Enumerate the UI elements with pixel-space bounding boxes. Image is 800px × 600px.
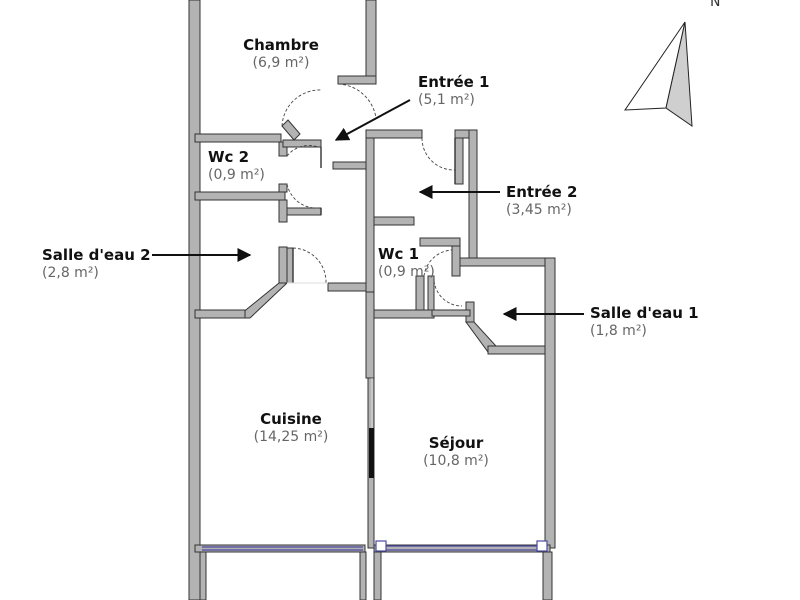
room-label-entree1: Entrée 1 (5,1 m²) (418, 73, 490, 109)
room-label-entree2: Entrée 2 (3,45 m²) (506, 183, 578, 219)
room-label-cuisine: Cuisine (14,25 m²) (236, 410, 346, 446)
room-name: Chambre (243, 36, 319, 54)
room-area: (0,9 m²) (378, 263, 435, 280)
room-area: (2,8 m²) (42, 264, 99, 281)
room-label-wc2: Wc 2 (0,9 m²) (208, 148, 265, 184)
north-arrow-icon (624, 21, 693, 128)
room-name: Salle d'eau 1 (590, 304, 699, 322)
room-area: (5,1 m²) (418, 91, 475, 108)
door-swings (281, 83, 463, 307)
door-leaves (292, 138, 456, 283)
room-name: Entrée 1 (418, 73, 490, 91)
compass-label: N (710, 0, 721, 10)
room-area: (10,8 m²) (423, 452, 489, 469)
room-label-sejour: Séjour (10,8 m²) (408, 434, 504, 470)
room-label-salle-eau-2: Salle d'eau 2 (2,8 m²) (42, 246, 151, 282)
room-label-wc1: Wc 1 (0,9 m²) (378, 245, 435, 281)
room-area: (3,45 m²) (506, 201, 572, 218)
arrow-entree1 (334, 99, 411, 141)
room-area: (6,9 m²) (252, 54, 310, 71)
room-area: (0,9 m²) (208, 166, 265, 183)
room-area: (14,25 m²) (253, 428, 329, 445)
walls (188, 0, 556, 600)
room-name: Wc 1 (378, 245, 420, 263)
room-name: Séjour (428, 434, 484, 452)
room-label-chambre: Chambre (6,9 m²) (228, 36, 334, 72)
room-area: (1,8 m²) (590, 322, 647, 339)
room-name: Wc 2 (208, 148, 250, 166)
room-name: Entrée 2 (506, 183, 578, 201)
wall-dark-segment (369, 428, 374, 478)
room-name: Salle d'eau 2 (42, 246, 151, 264)
label-arrows (152, 99, 584, 321)
room-name: Cuisine (260, 410, 322, 428)
partition-lines (287, 282, 373, 428)
room-label-salle-eau-1: Salle d'eau 1 (1,8 m²) (590, 304, 699, 340)
windows (202, 540, 548, 552)
